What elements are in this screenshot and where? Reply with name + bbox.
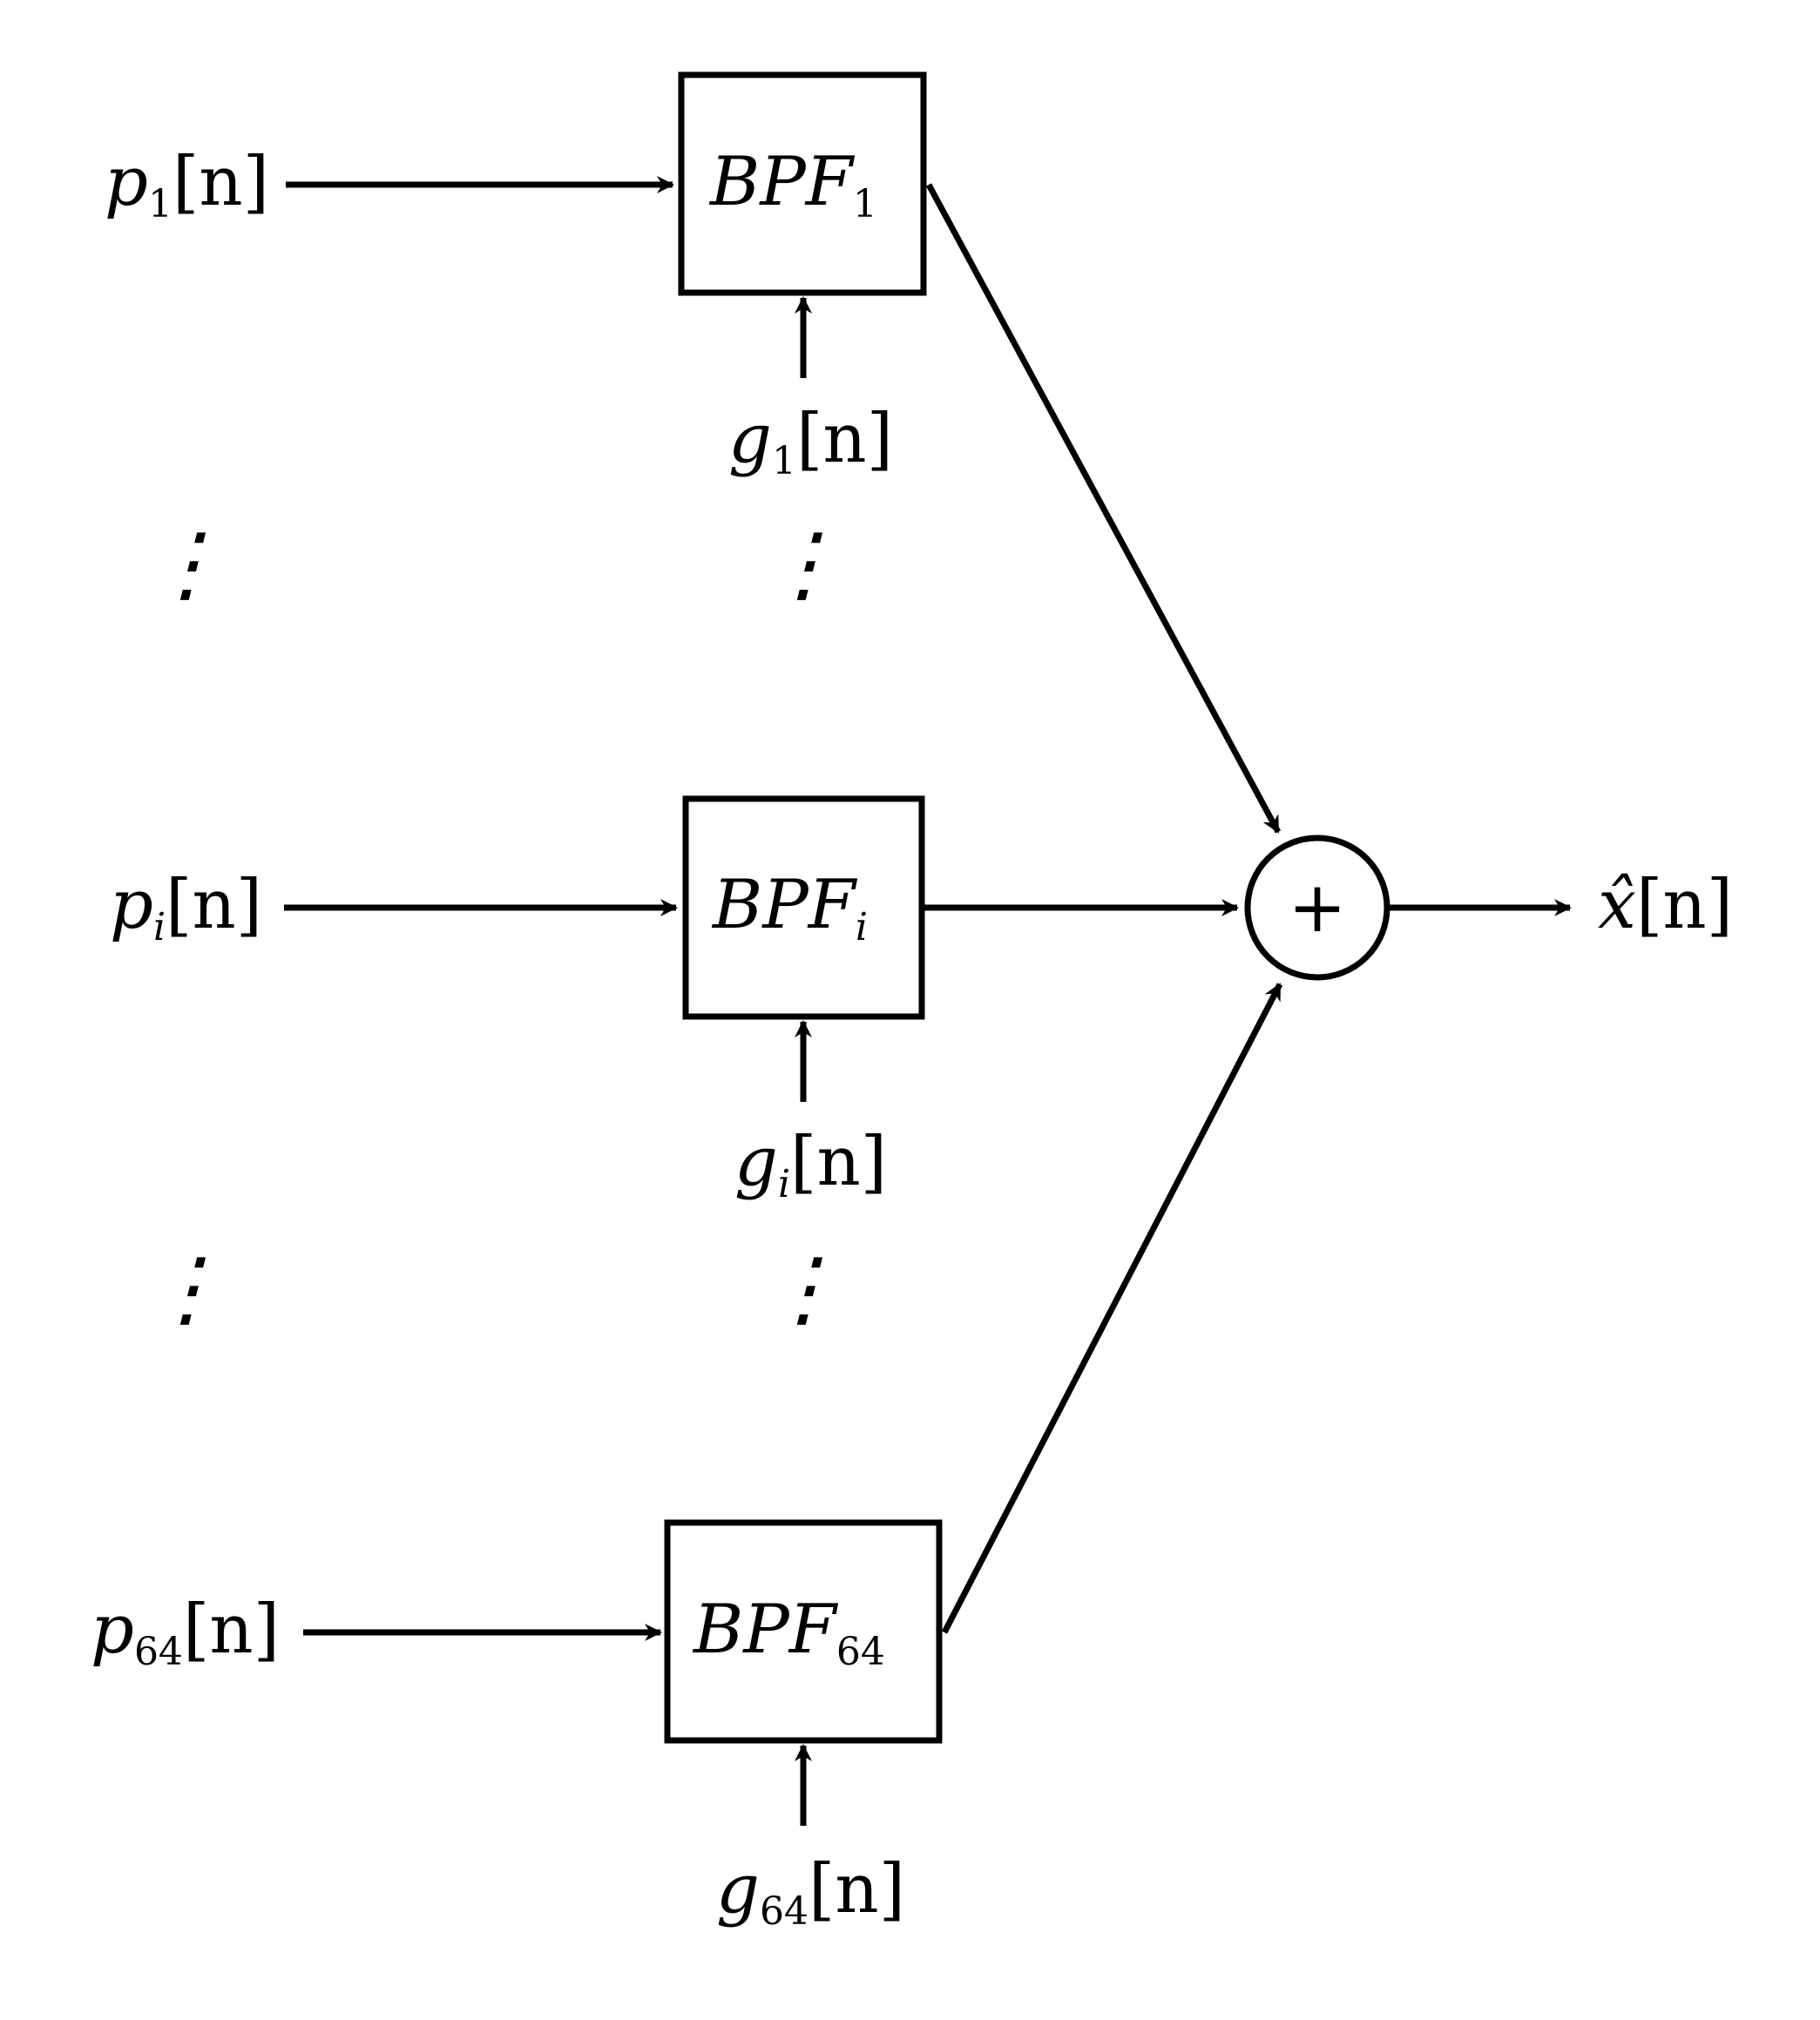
bpf64-label: BPF64	[692, 1591, 885, 1674]
summing-junction	[1244, 834, 1390, 981]
output-label-xhat: x̂[n]	[1598, 866, 1733, 944]
bpf1-label: BPF1	[708, 143, 877, 226]
gain-label-g64: g64[n]	[716, 1850, 905, 1934]
plus-symbol: +	[1288, 867, 1346, 948]
bpfi-label: BPFi	[711, 866, 868, 949]
ellipsis-inputs-upper: ⋮	[145, 515, 228, 612]
gain-label-gi: gi[n]	[734, 1123, 887, 1206]
input-label-p1: p1[n]	[105, 143, 269, 226]
arrow-bpf1-to-summer	[925, 183, 1282, 834]
bpf64-block	[664, 1519, 943, 1744]
arrow-bpf64-to-summer	[941, 983, 1283, 1634]
input-label-pi: pi[n]	[110, 866, 262, 949]
ellipsis-gains-lower: ⋮	[761, 1240, 845, 1337]
ellipsis-gains-upper: ⋮	[761, 515, 845, 612]
bpf1-block	[678, 71, 927, 296]
ellipsis-inputs-lower: ⋮	[145, 1240, 228, 1337]
input-label-p64: p64[n]	[91, 1591, 280, 1674]
gain-label-g1: g1[n]	[728, 400, 893, 483]
